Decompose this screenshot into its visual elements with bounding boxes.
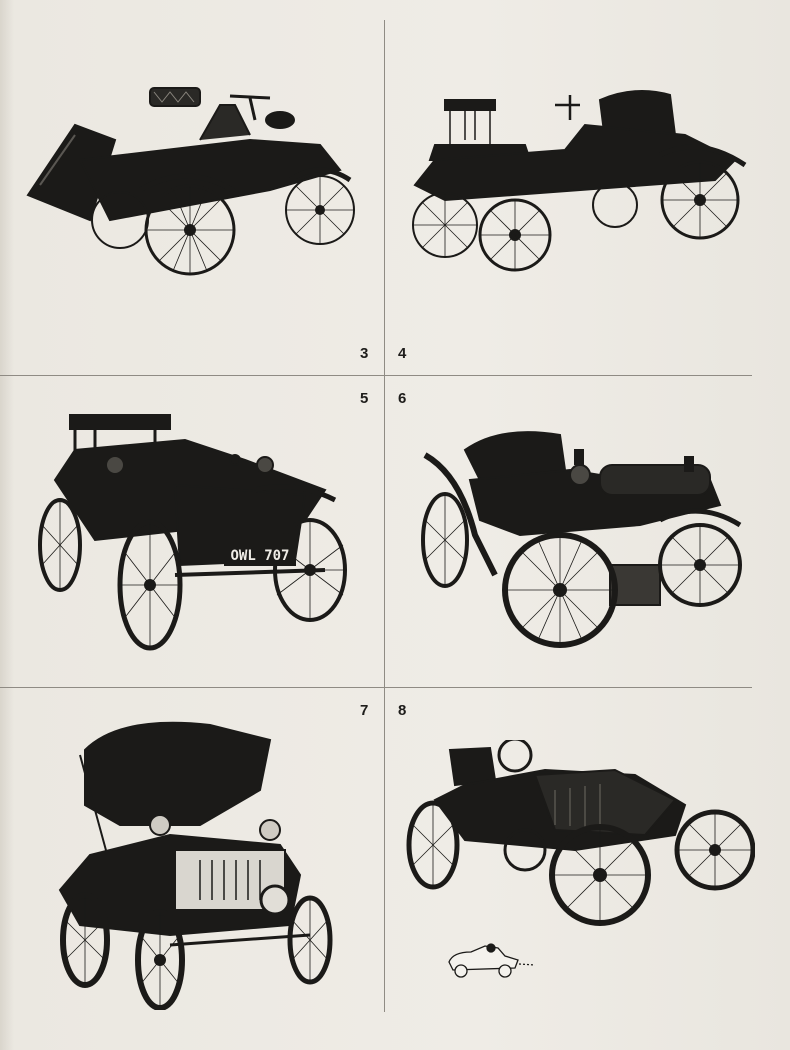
registration-plate: OWL 707 <box>230 548 289 564</box>
car-photo-8 <box>405 740 755 940</box>
car-photo-5: OWL 707 <box>35 410 355 660</box>
plate-number-3: 3 <box>360 345 369 362</box>
plate-number-5: 5 <box>360 390 369 407</box>
plate-number-6: 6 <box>398 390 407 407</box>
car-photo-7 <box>50 715 340 1010</box>
car-photo-6 <box>420 425 750 650</box>
vertical-divider <box>384 20 385 1012</box>
car-photo-3 <box>20 80 360 290</box>
plate-number-4: 4 <box>398 345 407 362</box>
horizontal-divider-bottom <box>0 687 752 688</box>
car-photo-4 <box>405 85 755 285</box>
plate-number-8: 8 <box>398 702 407 719</box>
cartoon-car-illustration <box>443 940 538 980</box>
plate-number-7: 7 <box>360 702 369 719</box>
horizontal-divider-top <box>0 375 752 376</box>
